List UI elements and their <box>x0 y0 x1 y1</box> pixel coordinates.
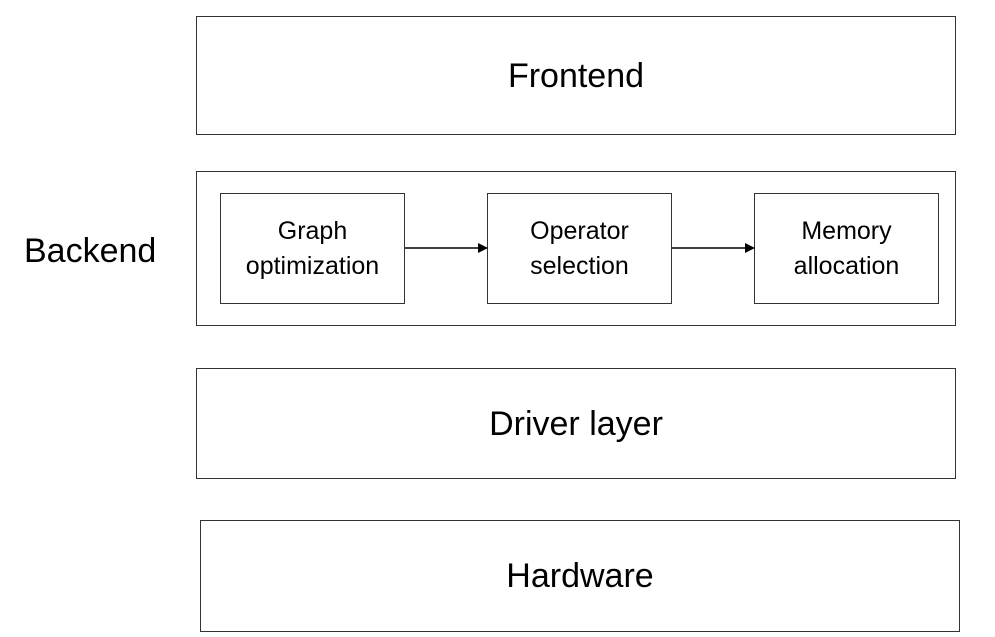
stage-line-1: Memory <box>801 216 892 245</box>
stage-line-2: allocation <box>793 251 900 280</box>
backend-label: Backend <box>24 232 157 270</box>
stage-line-1: Graph <box>277 216 348 245</box>
frontend-label: Frontend <box>507 56 645 95</box>
stage-line-2: optimization <box>245 251 380 280</box>
operator-selection-stage: Operator selection <box>487 193 672 304</box>
stage-line-2: selection <box>530 251 629 280</box>
hardware-label: Hardware <box>506 557 654 595</box>
driver-label: Driver layer <box>489 404 663 443</box>
hardware-layer: Hardware <box>200 520 960 632</box>
graph-optimization-stage: Graph optimization <box>220 193 405 304</box>
memory-allocation-stage: Memory allocation <box>754 193 939 304</box>
frontend-layer: Frontend <box>196 16 956 135</box>
stage-line-1: Operator <box>530 216 629 245</box>
driver-layer: Driver layer <box>196 368 956 479</box>
